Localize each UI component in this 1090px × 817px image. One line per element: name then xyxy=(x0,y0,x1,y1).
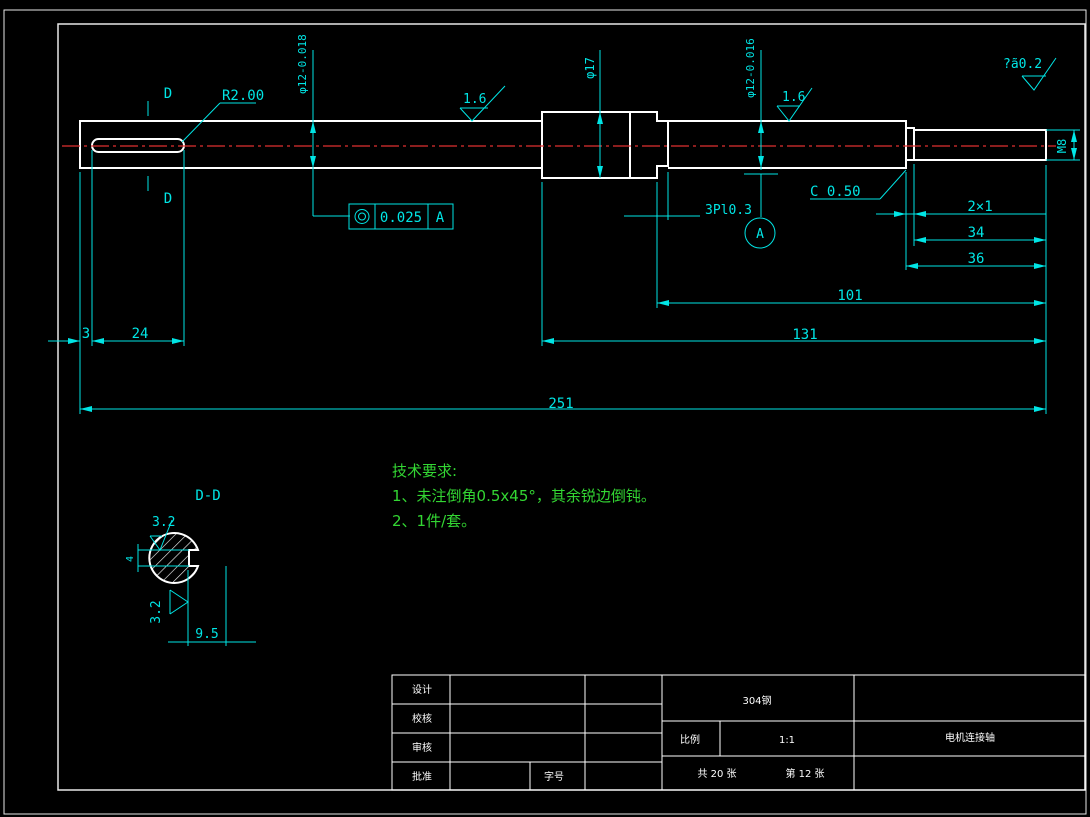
dim-dia-17: φ17 xyxy=(583,57,597,79)
technical-notes: 技术要求: 1、未注倒角0.5x45°，其余锐边倒钝。 2、1件/套。 xyxy=(392,462,656,530)
dim-groove: 3Pl0.3 xyxy=(705,203,752,218)
tb-total-sheets: 共 20 张 xyxy=(697,768,736,780)
dim-overall: 251 xyxy=(548,396,573,412)
tolerance-frame: 0.025 A xyxy=(348,203,454,230)
tb-review: 审核 xyxy=(412,741,432,754)
tb-part-name: 电机连接轴 xyxy=(945,731,995,744)
rough-right: 1.6 xyxy=(782,90,805,105)
section-title: D-D xyxy=(195,488,220,504)
rough-left: 1.6 xyxy=(463,92,486,107)
dimension-lines xyxy=(48,50,1080,414)
dim-101: 101 xyxy=(837,288,862,304)
tb-material: 304钢 xyxy=(742,694,771,707)
section-rough-top: 3.2 xyxy=(152,515,175,530)
tolerance-value: 0.025 xyxy=(380,210,422,226)
dim-chamfer: C 0.50 xyxy=(810,184,861,200)
section-view: D-D 3.2 3.2 4 9.5 xyxy=(125,488,256,646)
tb-proof: 校核 xyxy=(412,712,432,725)
section-dim-95: 9.5 xyxy=(195,627,218,642)
arrow-heads xyxy=(68,112,1077,412)
title-block: 设计 校核 审核 批准 字号 304钢 比例 1:1 电机连接轴 共 20 张 … xyxy=(391,674,1086,791)
dim-131: 131 xyxy=(792,327,817,343)
dim-dia-12-right: φ12-0.016 xyxy=(744,38,757,98)
tolerance-datum: A xyxy=(436,210,445,226)
notes-line-1: 1、未注倒角0.5x45°，其余锐边倒钝。 xyxy=(392,487,656,505)
outer-frame xyxy=(3,9,1087,815)
datum-label: A xyxy=(756,227,764,242)
dim-36: 36 xyxy=(968,251,985,267)
tb-scale-value: 1:1 xyxy=(779,735,795,746)
dim-dia-12-left: φ12-0.018 xyxy=(296,34,309,94)
section-rough-side: 3.2 xyxy=(149,600,164,623)
dim-3: 3 xyxy=(82,326,90,342)
dim-m8: M8 xyxy=(1055,139,1069,153)
tb-sheet-no: 第 12 张 xyxy=(785,767,824,780)
rough-corner: ?ã0.2 xyxy=(1003,57,1042,72)
section-marker-bottom: D xyxy=(164,191,172,207)
dim-2x1: 2×1 xyxy=(967,199,992,215)
section-dim-4: 4 xyxy=(125,556,136,562)
notes-heading: 技术要求: xyxy=(392,462,457,480)
section-marker-top: D xyxy=(164,86,172,102)
dim-34: 34 xyxy=(968,225,985,241)
shaft-outline xyxy=(79,111,1047,179)
tb-sign-label: 字号 xyxy=(544,770,564,783)
concentricity-icon xyxy=(354,209,370,224)
tb-approve: 批准 xyxy=(412,770,432,783)
dim-r2: R2.00 xyxy=(222,88,264,104)
dim-24: 24 xyxy=(132,326,149,342)
tb-scale-label: 比例 xyxy=(680,733,700,746)
notes-line-2: 2、1件/套。 xyxy=(392,512,476,530)
tb-design: 设计 xyxy=(412,683,432,696)
